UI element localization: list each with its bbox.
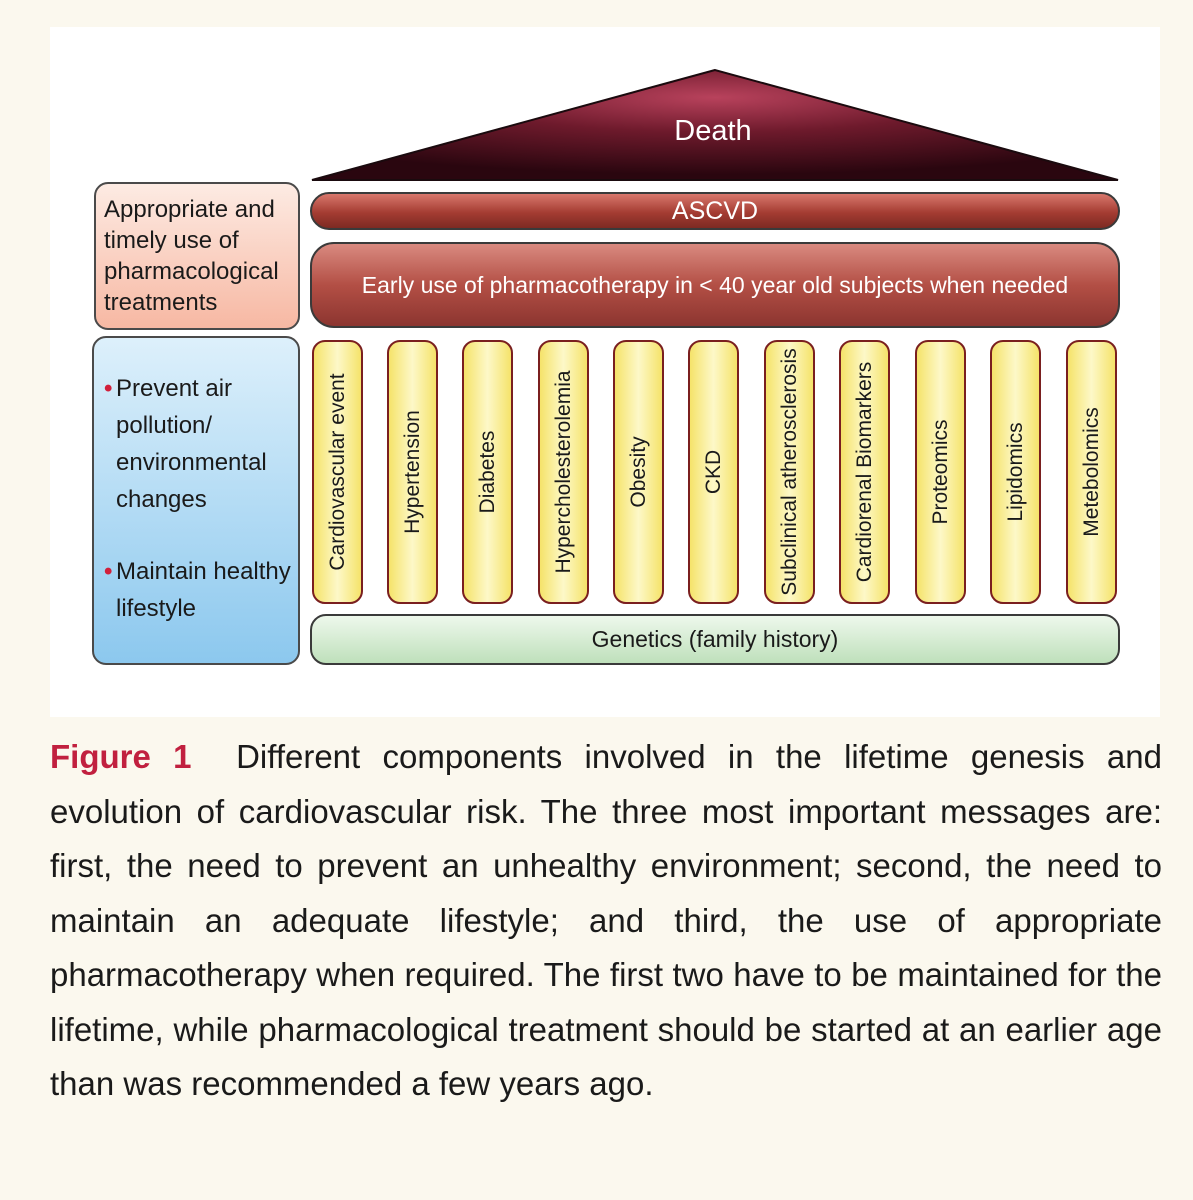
- figure-diagram: Death Appropriate and timely use of phar…: [50, 27, 1160, 717]
- figure-label: Figure 1: [50, 738, 192, 775]
- figure-caption-text: Different components involved in the lif…: [50, 738, 1162, 1102]
- pillar-hypercholesterolemia: Hypercholesterolemia: [538, 340, 589, 604]
- pharmacological-treatments-text: Appropriate and timely use of pharmacolo…: [104, 196, 279, 316]
- bullet-air-pollution: • Prevent air pollution/ environmental c…: [104, 370, 292, 518]
- genetics-foundation: Genetics (family history): [310, 614, 1120, 665]
- pillar-proteomics: Proteomics: [915, 340, 966, 604]
- roof-triangle: [311, 68, 1119, 181]
- roof-label: Death: [674, 115, 751, 147]
- early-pharmacotherapy-band: Early use of pharmacotherapy in < 40 yea…: [310, 242, 1120, 328]
- pillar-label: CKD: [701, 449, 725, 495]
- pillar-label: Cardiorenal Biomarkers: [852, 361, 876, 583]
- pillar-obesity: Obesity: [613, 340, 664, 604]
- pillar-label: Metebolomics: [1079, 407, 1103, 537]
- pillar-label: Hypertension: [400, 410, 424, 534]
- pillar-label: Cardiovascular event: [325, 373, 349, 571]
- pillar-metebolomics: Metebolomics: [1066, 340, 1117, 604]
- pillar-label: Hypercholesterolemia: [551, 370, 575, 574]
- pillar-ckd: CKD: [688, 340, 739, 604]
- lifestyle-environment-box: • Prevent air pollution/ environmental c…: [92, 336, 300, 665]
- pillar-label: Diabetes: [475, 430, 499, 514]
- pillar-lipidomics: Lipidomics: [990, 340, 1041, 604]
- pillar-cardiovascular-event: Cardiovascular event: [312, 340, 363, 604]
- figure-caption: Figure 1 Different components involved i…: [50, 730, 1162, 1112]
- pillar-label: Obesity: [626, 436, 650, 508]
- ascvd-label: ASCVD: [671, 196, 759, 225]
- early-pharmacotherapy-label: Early use of pharmacotherapy in < 40 yea…: [361, 271, 1069, 298]
- pillar-label: Subclinical atherosclerosis: [777, 348, 801, 596]
- genetics-label: Genetics (family history): [591, 626, 839, 652]
- bullet-dot: •: [104, 558, 113, 585]
- roof-svg: Death: [311, 68, 1119, 181]
- pillar-subclinical-atherosclerosis: Subclinical atherosclerosis: [764, 340, 815, 604]
- bullet-healthy-lifestyle-text: Maintain healthy lifestyle: [116, 558, 291, 622]
- pillar-diabetes: Diabetes: [462, 340, 513, 604]
- pillar-label: Lipidomics: [1003, 422, 1027, 522]
- pillar-label: Proteomics: [928, 419, 952, 525]
- pharmacological-treatments-box: Appropriate and timely use of pharmacolo…: [94, 182, 300, 330]
- bullet-healthy-lifestyle: • Maintain healthy lifestyle: [104, 553, 292, 627]
- pillar-cardiorenal-biomarkers: Cardiorenal Biomarkers: [839, 340, 890, 604]
- bullet-dot: •: [104, 375, 113, 402]
- ascvd-band: ASCVD: [310, 192, 1120, 230]
- bullet-air-pollution-text: Prevent air pollution/ environmental cha…: [116, 375, 267, 513]
- pillar-hypertension: Hypertension: [387, 340, 438, 604]
